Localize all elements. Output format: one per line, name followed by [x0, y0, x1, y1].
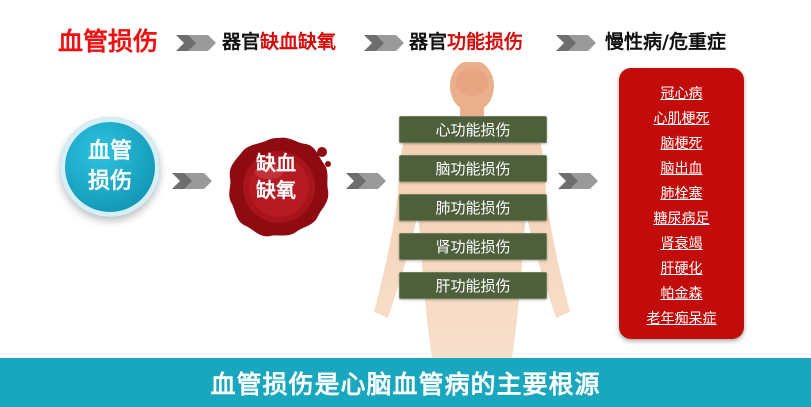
header-step3-prefix: 器官: [409, 31, 448, 53]
process-header: 血管损伤 器官缺血缺氧 器官功能损伤 慢性病/危重症: [0, 22, 811, 62]
disease-item[interactable]: 老年痴呆症: [646, 311, 717, 327]
organ-item-kidney: 肾功能损伤: [399, 233, 547, 260]
circle-line2: 损伤: [87, 169, 132, 194]
organ-item-liver: 肝功能损伤: [399, 272, 547, 299]
vessel-damage-circle: 血管 损伤: [60, 117, 160, 217]
disease-item[interactable]: 肺栓塞: [660, 186, 703, 202]
seal-label: 缺血 缺氧: [224, 150, 328, 204]
organ-item-lung: 肺功能损伤: [399, 194, 547, 221]
seal-line1: 缺血: [256, 151, 296, 175]
organ-item-heart: 心功能损伤: [399, 116, 547, 143]
disease-item[interactable]: 心肌梗死: [653, 111, 710, 127]
conclusion-banner: 血管损伤是心脑血管病的主要根源: [0, 358, 811, 407]
disease-item[interactable]: 肾衰竭: [660, 236, 703, 252]
chevron-right-icon: [346, 173, 386, 189]
disease-item[interactable]: 脑梗死: [660, 136, 703, 152]
disease-item[interactable]: 冠心病: [660, 86, 703, 102]
header-step-organ-dysfunction: 器官功能损伤: [409, 22, 523, 62]
disease-list-box: 冠心病 心肌梗死 脑梗死 脑出血 肺栓塞 糖尿病足 肾衰竭 肝硬化 帕金森 老年…: [619, 68, 744, 339]
header-step3-highlight: 功能损伤: [447, 31, 524, 53]
disease-item[interactable]: 糖尿病足: [653, 211, 710, 227]
disease-item[interactable]: 脑出血: [660, 161, 703, 177]
chevron-right-icon: [558, 173, 598, 189]
banner-text: 血管损伤是心脑血管病的主要根源: [210, 369, 601, 399]
disease-item[interactable]: 肝硬化: [660, 261, 703, 277]
header-step-ischemia: 器官缺血缺氧: [222, 22, 336, 62]
chevron-right-icon: [556, 35, 596, 51]
organ-item-brain: 脑功能损伤: [399, 155, 547, 182]
circle-line1: 血管: [87, 139, 132, 164]
header-step-vessel-damage: 血管损伤: [58, 27, 159, 56]
organ-damage-list: 心功能损伤 脑功能损伤 肺功能损伤 肾功能损伤 肝功能损伤: [399, 116, 547, 311]
chevron-right-icon: [176, 35, 216, 51]
chevron-right-icon: [364, 35, 404, 51]
seal-line2: 缺氧: [256, 178, 296, 202]
header-step-chronic-disease: 慢性病/危重症: [605, 31, 726, 53]
header-step2-highlight: 缺血缺氧: [260, 31, 337, 53]
header-step2-prefix: 器官: [222, 31, 261, 53]
disease-item[interactable]: 帕金森: [660, 286, 703, 302]
wax-seal-icon: [229, 137, 331, 237]
chevron-right-icon: [172, 173, 212, 189]
